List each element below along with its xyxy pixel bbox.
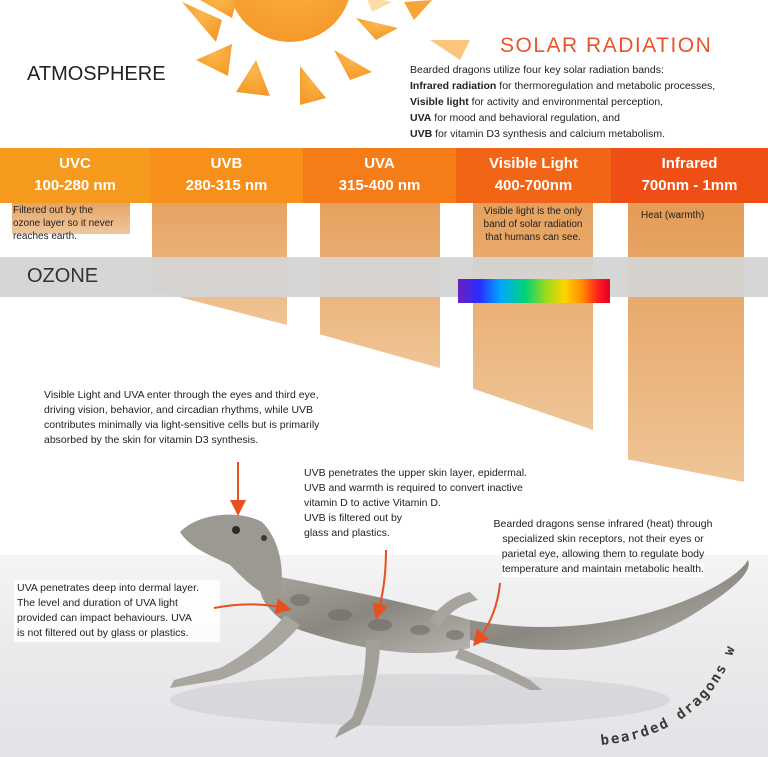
intro-line: UVA for mood and behavioral regulation, … [410, 110, 760, 126]
intro-rest: for mood and behavioral regulation, and [431, 112, 620, 124]
caption-line: UVB is filtered out by [304, 512, 403, 524]
intro-text: Bearded dragons utilize four key solar r… [410, 62, 760, 142]
visible-ray [473, 200, 593, 430]
intro-line: Infrared radiation for thermoregulation … [410, 78, 760, 94]
ozone-layer [0, 257, 768, 297]
intro-bold: Infrared radiation [410, 80, 497, 92]
uva-caption: UVA penetrates deep into dermal layer. T… [14, 580, 220, 642]
ozone-label: OZONE [27, 265, 99, 287]
intro-bold: UVB [410, 128, 433, 140]
caption-line: glass and plastics. [304, 527, 390, 539]
band-visible: Visible Light 400-700nm [456, 148, 611, 203]
uvc-ray [12, 200, 130, 234]
band-range: 315-400 nm [338, 177, 421, 194]
eyes-caption: Visible Light and UVA enter through the … [44, 389, 320, 446]
band-range: 700nm - 1mm [641, 177, 738, 194]
band-name: UVB [210, 155, 243, 172]
caption-line: UVA penetrates deep into dermal layer. [17, 582, 199, 594]
band-uvb: UVB 280-315 nm [150, 148, 303, 203]
svg-text:bearded dragons world: bearded dragons world [596, 640, 739, 749]
intro-bold: UVA [410, 112, 432, 124]
intro-line: Bearded dragons utilize four key solar r… [410, 64, 664, 76]
intro-rest: for activity and environmental perceptio… [468, 96, 664, 108]
infrared-caption: Bearded dragons sense infrared (heat) th… [478, 517, 728, 577]
caption-line: The level and duration of UVA light [17, 597, 178, 609]
caption-line: UVB penetrates the upper skin layer, epi… [304, 467, 527, 479]
band-range: 100-280 nm [34, 177, 116, 194]
visible-spectrum-strip [458, 279, 610, 303]
visible-note: Visible light is the only band of solar … [483, 206, 583, 243]
band-name: UVA [364, 155, 395, 172]
intro-bold: Visible light [410, 96, 469, 108]
watermark: bearded dragons world [596, 640, 739, 749]
intro-rest: for thermoregulation and metabolic proce… [496, 80, 716, 92]
intro-rest: for vitamin D3 synthesis and calcium met… [432, 128, 666, 140]
band-uvc: UVC 100-280 nm [0, 148, 150, 203]
band-range: 400-700nm [494, 177, 573, 194]
intro-line: Visible light for activity and environme… [410, 94, 760, 110]
sun-icon [182, 0, 470, 105]
caption-line: is not filtered out by glass or plastics… [17, 627, 189, 639]
band-uva: UVA 315-400 nm [303, 148, 456, 203]
band-infrared: Infrared 700nm - 1mm [611, 148, 768, 203]
caption-line: UVB and warmth is required to convert in… [304, 482, 523, 494]
caption-line: parietal eye, allowing them to regulate … [501, 548, 705, 560]
caption-line: vitamin D to active Vitamin D. [304, 497, 441, 509]
caption-line: temperature and maintain metabolic healt… [502, 562, 704, 577]
band-name: Visible Light [489, 155, 578, 172]
watermark-text: bearded dragons world [596, 640, 737, 749]
band-name: Infrared [661, 155, 718, 172]
intro-line: UVB for vitamin D3 synthesis and calcium… [410, 126, 760, 142]
uvc-note: Filtered out by the ozone layer so it ne… [13, 205, 114, 242]
caption-line: Bearded dragons sense infrared (heat) th… [493, 518, 713, 530]
band-range: 280-315 nm [185, 177, 268, 194]
band-row: UVC 100-280 nm UVB 280-315 nm UVA 315-40… [0, 148, 768, 203]
band-name: UVC [59, 155, 91, 172]
infrared-ray [628, 200, 744, 482]
infrared-note: Heat (warmth) [641, 210, 705, 221]
page-title: SOLAR RADIATION [500, 34, 713, 57]
atmosphere-label: ATMOSPHERE [27, 63, 166, 85]
uvb-caption: UVB penetrates the upper skin layer, epi… [304, 466, 554, 541]
caption-line: specialized skin receptors, not their ey… [502, 533, 704, 545]
caption-line: provided can impact behaviours. UVA [17, 612, 192, 624]
